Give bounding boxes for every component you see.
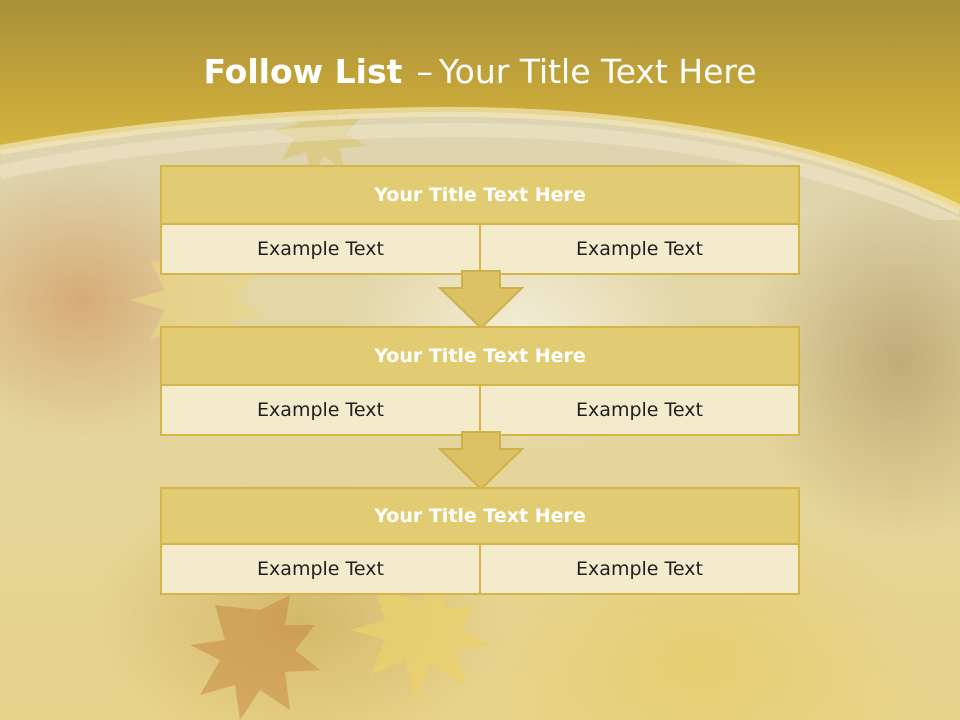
- follow-block-3: Your Title Text Here Example Text Exampl…: [160, 487, 800, 595]
- title-dash: –: [416, 52, 433, 91]
- follow-block-2: Your Title Text Here Example Text Exampl…: [160, 326, 800, 436]
- block-cell-left: Example Text: [162, 545, 479, 593]
- block-title: Your Title Text Here: [162, 167, 798, 225]
- block-cell-right: Example Text: [479, 545, 798, 593]
- title-bold: Follow List: [203, 52, 403, 91]
- title-rest: Your Title Text Here: [438, 52, 757, 91]
- block-cell-right: Example Text: [479, 225, 798, 273]
- maple-leaf-icon: [272, 100, 366, 176]
- block-title: Your Title Text Here: [162, 328, 798, 386]
- down-arrow-icon: [438, 270, 524, 330]
- block-cell-left: Example Text: [162, 386, 479, 434]
- block-row: Example Text Example Text: [162, 386, 798, 434]
- maple-leaf-icon: [350, 585, 490, 700]
- block-cell-right: Example Text: [479, 386, 798, 434]
- maple-leaf-icon: [190, 595, 320, 720]
- block-cell-left: Example Text: [162, 225, 479, 273]
- block-title: Your Title Text Here: [162, 489, 798, 545]
- block-row: Example Text Example Text: [162, 225, 798, 273]
- block-row: Example Text Example Text: [162, 545, 798, 593]
- header-band: [0, 0, 960, 220]
- down-arrow-icon: [438, 431, 524, 491]
- slide-title: Follow List–Your Title Text Here: [0, 52, 960, 91]
- follow-block-1: Your Title Text Here Example Text Exampl…: [160, 165, 800, 275]
